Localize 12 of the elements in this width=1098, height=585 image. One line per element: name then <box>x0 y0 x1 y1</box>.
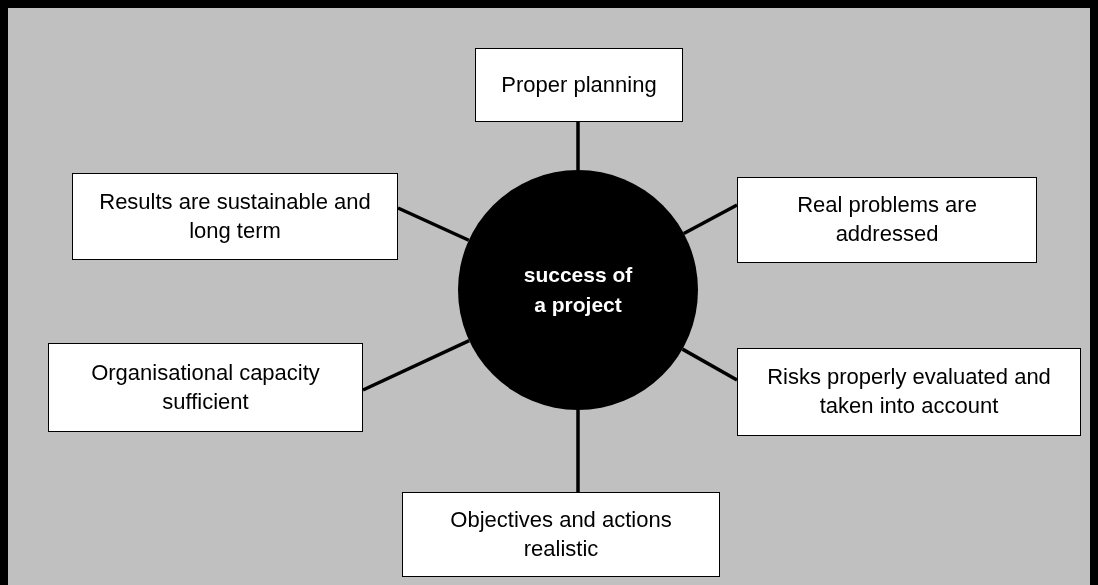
text-box: Organisational capacity sufficient <box>48 343 363 432</box>
connector-line <box>576 410 580 492</box>
text-box: Risks properly evaluated and taken into account <box>737 348 1081 436</box>
text-box: Proper planning <box>475 48 683 122</box>
connector-line <box>681 347 738 382</box>
text-box: Objectives and actions realistic <box>402 492 720 577</box>
text-box: Real problems are addressed <box>737 177 1037 263</box>
connector-line <box>576 122 580 170</box>
connector-line <box>397 206 470 242</box>
connector-line <box>362 339 470 392</box>
text-box: Results are sustainable and long term <box>72 173 398 260</box>
connector-line <box>683 203 738 235</box>
